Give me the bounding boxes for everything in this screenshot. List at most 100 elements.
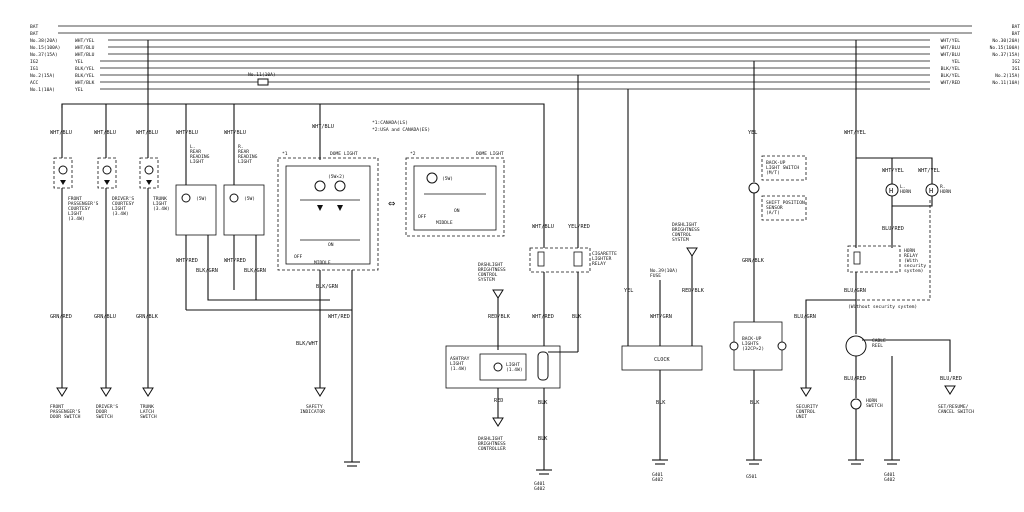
backup-lights-1: LIGHTS [742,341,759,347]
cigarette-relay: WHT/BLU YEL/RED CIGARETTE LIGHTER RELAY … [529,75,617,492]
dome2-middle: MIDDLE [436,220,453,226]
wire-label: BLK/GRN [244,268,266,274]
backup-section: YEL BACK-UP LIGHT SWITCH (M/T) SHIFT POS… [729,61,807,480]
wire-label: BLK [538,436,548,442]
backup-sw-1: LIGHT SWITCH [766,165,799,171]
wire-label: WHT/BLU [532,224,554,230]
wire-label: BLU/RED [844,376,866,382]
cig-2: RELAY [592,261,606,267]
front-bulb-icon [58,165,68,175]
bus-r-2: No.30(20A) [992,38,1020,44]
bus-l-3: No.15(100A) [30,45,60,51]
wire-label: BLK [656,400,666,406]
connector-icon [686,247,698,257]
wire-label: WHT/RED [532,314,554,320]
bus-lines: No.11(10A) [58,25,972,90]
front-label-1: PASSENGER'S [68,201,99,207]
dome1-off: OFF [294,254,303,260]
l-rear-0: L. [190,144,196,150]
front-label-0: FRONT [68,196,82,202]
dome1-bulb: (5W×2) [328,174,345,180]
clock-label: CLOCK [654,357,670,363]
dome2-bulb: (5W) [442,176,453,182]
cable-reel-1: REEL [872,343,883,349]
front-switch-2: DOOR SWITCH [50,414,81,420]
wire-label: YEL/RED [568,224,590,230]
trunk-label-0: TRUNK [153,196,167,202]
g402-c: G402 [884,477,895,483]
r-rear-sw: (5W) [244,196,255,202]
driver-label-0: DRIVER'S [112,196,134,202]
rhorn-0: R. [940,184,946,190]
rear-reading-lights: WHT/BLU WHT/BLU L. REAR READING LIGHT R.… [175,104,352,311]
h-glyph: H [929,187,933,195]
l-rear-2: READING [190,154,210,160]
l-rear-box [175,184,217,236]
bus-r-0: BAT [1012,24,1021,30]
bus-l-w5: YEL [75,59,84,65]
bus-l-w9: YEL [75,87,84,93]
ashtray-section: DASHLIGHT BRIGHTNESS CONTROL SYSTEM RED/… [445,262,561,452]
bus-r-5: IG2 [1012,59,1021,65]
wire-label: WHT/BLU [136,130,158,136]
bus-l-0: BAT [30,24,39,30]
wire-label: WHT/GRN [650,314,672,320]
driver-light-box [97,157,117,189]
horn-switch-1: SWITCH [866,403,883,409]
dome1-on: ON [328,242,334,248]
bus-r-1: BAT [1012,31,1021,37]
g402-a: G402 [534,486,545,492]
g402-b: G402 [652,477,663,483]
l-rear-1: REAR [190,149,201,155]
horn-relay-2: (With [904,258,918,264]
bus-l-w6: BLK/YEL [75,66,95,72]
trunk-switch-2: SWITCH [140,414,157,420]
bus-l-9: No.1(10A) [30,87,55,93]
without-sec: (Without security system) [848,304,917,310]
wire-label: GRN/BLK [136,314,159,320]
dashctl-0: DASHLIGHT [478,436,503,442]
bus-r-7: No.2(15A) [995,73,1020,79]
clock-dash-2: CONTROL [672,232,692,238]
backup-lights-2: (32CP×2) [742,346,764,352]
wire-label: BLK/GRN [196,268,218,274]
bus-r-w4: WHT/BLU [941,52,961,58]
dome1-inner [285,165,371,265]
wire-label: RED/BLK [682,288,705,294]
r-rear-0: R. [238,144,244,150]
connector-icon [314,387,326,397]
l-rear-bulb-icon [181,193,191,203]
front-switch-1: PASSENGER'S [50,409,81,415]
trunk-light-box [139,157,159,189]
backup-sw-box [761,155,807,181]
wire-label: BLK [750,400,760,406]
cig-1: LIGHTER [592,256,612,262]
dome2-inner [413,165,497,231]
backup-lights-0: BACK-UP [742,336,762,342]
diode-icon [337,205,343,211]
r-rear-3: LIGHT [238,159,252,165]
courtesy-lights: WHT/BLU WHT/BLU WHT/BLU FRONT PASSENGER'… [50,104,170,420]
dome1-mark: *1 [282,151,288,157]
safety-0: SAFETY [306,404,323,410]
dome1-bulb-icon [334,180,346,192]
r-rear-1: REAR [238,149,249,155]
bus-r-w7: BLK/YEL [941,73,961,79]
diode-icon [317,205,323,211]
bus-l-w8: WHT/BLK [75,80,95,86]
driver-label-3: (3.4W) [112,211,129,217]
shift-0: SHIFT POSITION [766,200,805,206]
backup-switch-icon [748,182,760,194]
ashtray-0: ASHTRAY [450,356,470,362]
shift-sensor-box [761,195,807,221]
clock-dash-1: BRIGHTNESS [672,227,700,233]
wire-label: WHT/BLU [176,130,198,136]
backup-bulb-icon [777,341,787,351]
backup-sw-0: BACK-UP [766,160,786,166]
clock-box [621,345,703,371]
bus-r-6: IG1 [1012,66,1021,72]
wire-label: WHT/RED [224,258,246,264]
dome-light-1: WHT/BLU *1 DOME LIGHT (5W×2) OFF ON MIDD… [277,124,379,467]
bus-l-w7: BLK/YEL [75,73,95,79]
setres-0: SET/RESUME/ [938,404,969,410]
